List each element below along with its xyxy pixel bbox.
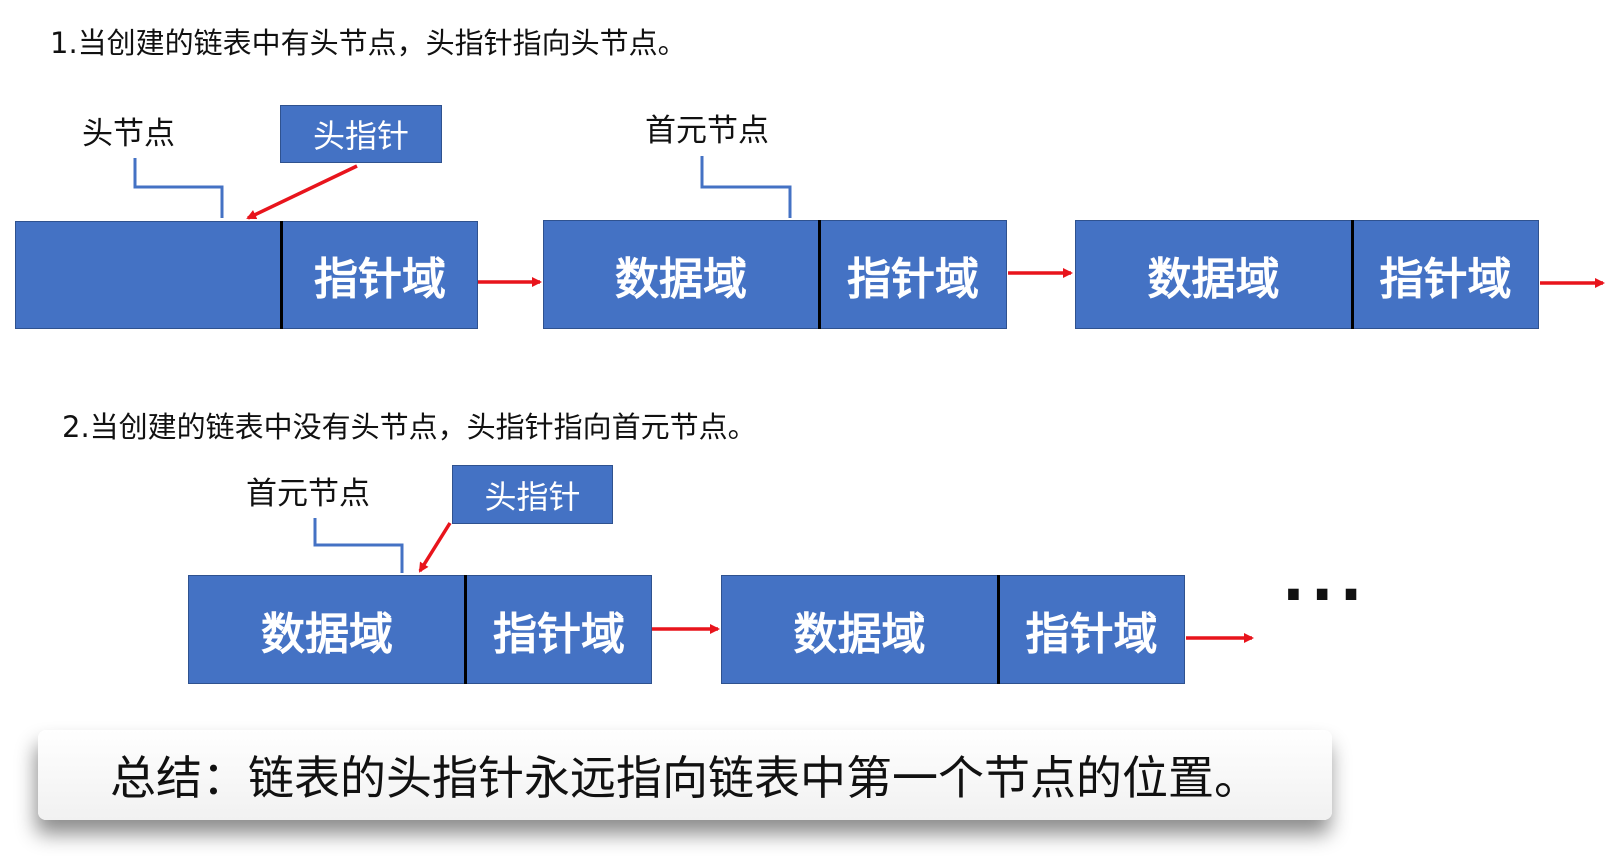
row1-node-1-data-field: 数据域	[543, 220, 819, 329]
first-node-callout-line-1	[700, 156, 792, 218]
head-pointer-arrow-2	[418, 522, 452, 573]
first-node-label-1: 首元节点	[645, 113, 769, 149]
row2-node-2-pointer-field: 指针域	[998, 575, 1185, 684]
row2-node-1-divider	[464, 575, 467, 684]
summary-text: 总结：链表的头指针永远指向链表中第一个节点的位置。	[110, 751, 1260, 805]
head-pointer-box-2: 头指针	[452, 465, 613, 524]
section2-heading: 2.当创建的链表中没有头节点，头指针指向首元节点。	[62, 410, 757, 444]
row2-node-1-data-field: 数据域	[188, 575, 466, 684]
row1-node-1-pointer-field: 指针域	[819, 220, 1007, 329]
head-pointer-arrow-1	[246, 164, 358, 220]
row2-node-2-data-field: 数据域	[721, 575, 998, 684]
row1-node-1-divider	[818, 220, 821, 329]
row1-node-2-data-field: 数据域	[1075, 220, 1352, 329]
row1-node-2-divider	[1351, 220, 1354, 329]
first-node-callout-line-2	[313, 518, 404, 573]
row1-node-2-pointer-field: 指针域	[1352, 220, 1539, 329]
head-node-callout-line	[133, 158, 224, 218]
head-node-label: 头节点	[82, 116, 175, 152]
row2-node-1-pointer-field: 指针域	[466, 575, 652, 684]
summary-banner: 总结：链表的头指针永远指向链表中第一个节点的位置。	[38, 730, 1332, 820]
head-node-pointer-field: 指针域	[282, 221, 478, 329]
section1-heading: 1.当创建的链表中有头节点，头指针指向头节点。	[50, 26, 687, 60]
row2-node-2-divider	[997, 575, 1000, 684]
head-node-data-field	[15, 221, 282, 329]
continuation-ellipsis: ···	[1282, 560, 1369, 630]
head-node-divider	[280, 221, 283, 329]
head-pointer-box-1: 头指针	[280, 105, 442, 163]
first-node-label-2: 首元节点	[246, 476, 370, 512]
